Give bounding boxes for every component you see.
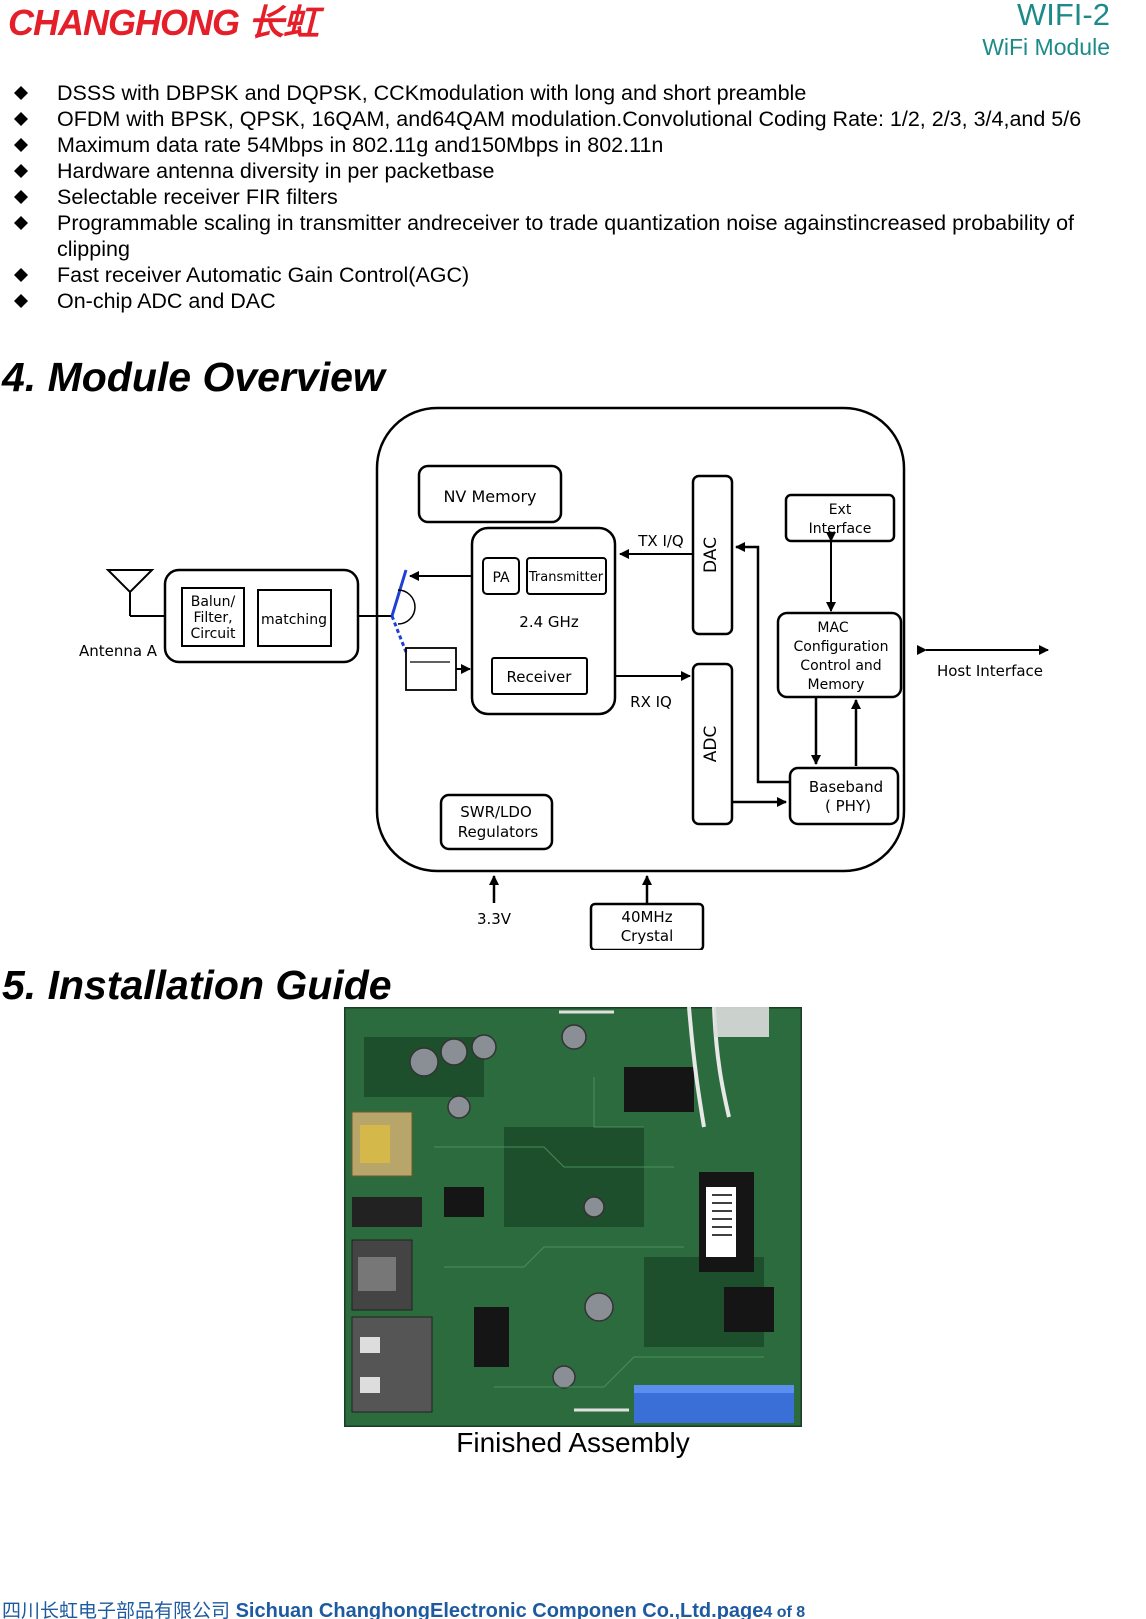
svg-text:Filter,: Filter, xyxy=(193,610,232,626)
svg-text:ADC: ADC xyxy=(701,726,721,763)
rx-iq-label: RX IQ xyxy=(630,693,672,711)
host-interface-label: Host Interface xyxy=(937,662,1043,680)
company-name-en: Sichuan ChanghongElectronic Componen Co.… xyxy=(235,1600,717,1619)
dac-block: DAC xyxy=(691,474,734,636)
feature-text: OFDM with BPSK, QPSK, 16QAM, and64QAM mo… xyxy=(57,107,1082,131)
company-name-cn: 四川长虹电子部品有限公司 xyxy=(2,1600,231,1619)
svg-text:NV Memory: NV Memory xyxy=(443,487,536,506)
svg-text:Baseband: Baseband xyxy=(809,778,883,796)
list-item: Fast receiver Automatic Gain Control(AGC… xyxy=(14,262,1134,288)
list-item: On-chip ADC and DAC xyxy=(14,288,1134,314)
list-item: Hardware antenna diversity in per packet… xyxy=(14,158,1134,184)
diamond-bullet-icon xyxy=(14,138,28,152)
svg-text:Configuration: Configuration xyxy=(794,639,889,655)
diamond-bullet-icon xyxy=(14,190,28,204)
document-header: WIFI-2 WiFi Module xyxy=(982,0,1110,64)
module-block-diagram: NV Memory PA Transmitter 2.4 GHz Receive… xyxy=(79,406,1049,950)
page-number: 4 xyxy=(763,1604,773,1619)
receiver-block xyxy=(491,657,588,695)
tx-iq-label: TX I/Q xyxy=(637,532,684,550)
svg-text:2.4 GHz: 2.4 GHz xyxy=(519,613,579,631)
diamond-bullet-icon xyxy=(14,268,28,282)
diamond-bullet-icon xyxy=(14,86,28,100)
svg-text:Transmitter: Transmitter xyxy=(528,570,604,585)
svg-text:Balun/: Balun/ xyxy=(191,594,236,610)
svg-text:Regulators: Regulators xyxy=(458,823,539,841)
logo-text: CHANGHONG 长虹 xyxy=(8,2,325,42)
antenna-icon xyxy=(105,569,165,617)
feature-text: DSSS with DBPSK and DQPSK, CCKmodulation… xyxy=(57,81,807,105)
list-item: DSSS with DBPSK and DQPSK, CCKmodulation… xyxy=(14,80,1134,106)
rf-switch-rx xyxy=(390,615,408,653)
model-name: WIFI-2 xyxy=(1017,0,1110,32)
section-title-installation-guide: 5. Installation Guide xyxy=(2,962,392,1008)
feature-list: DSSS with DBPSK and DQPSK, CCKmodulation… xyxy=(14,80,1134,314)
transmitter-block xyxy=(526,557,607,595)
list-item: Programmable scaling in transmitter andr… xyxy=(14,210,1134,262)
lna-switch xyxy=(405,647,457,691)
mac-block: MAC Configuration Control and Memory xyxy=(776,611,903,699)
feature-text: Selectable receiver FIR filters xyxy=(57,185,338,209)
svg-text:matching: matching xyxy=(261,612,327,628)
page-total: of 8 xyxy=(772,1604,806,1619)
pcb-photo xyxy=(344,1007,802,1427)
feature-text: On-chip ADC and DAC xyxy=(57,289,276,313)
page-label: page xyxy=(716,1600,764,1619)
changhong-logo: CHANGHONG 长虹 xyxy=(8,2,326,42)
svg-text:Ext: Ext xyxy=(829,502,852,518)
diamond-bullet-icon xyxy=(14,216,28,230)
feature-text: Hardware antenna diversity in per packet… xyxy=(57,159,495,183)
photo-caption: Finished Assembly xyxy=(456,1427,690,1458)
ext-interface-block: Ext Interface xyxy=(784,493,896,543)
rf-block: PA Transmitter 2.4 GHz Receiver xyxy=(470,526,617,716)
svg-text:DAC: DAC xyxy=(701,537,721,573)
diamond-bullet-icon xyxy=(14,294,28,308)
svg-text:Receiver: Receiver xyxy=(507,668,573,686)
swr-ldo-block: SWR/LDO Regulators xyxy=(439,793,554,851)
svg-text:Memory: Memory xyxy=(808,677,865,693)
section-title-module-overview: 4. Module Overview xyxy=(2,354,385,400)
pa-block xyxy=(482,557,520,595)
svg-text:( PHY): ( PHY) xyxy=(825,797,871,815)
list-item: OFDM with BPSK, QPSK, 16QAM, and64QAM mo… xyxy=(14,106,1134,132)
adc-block: ADC xyxy=(691,662,734,826)
nv-memory-block: NV Memory xyxy=(417,464,563,524)
svg-text:Interface: Interface xyxy=(809,521,872,537)
feature-text: Fast receiver Automatic Gain Control(AGC… xyxy=(57,263,470,287)
model-subtitle: WiFi Module xyxy=(982,34,1110,60)
feature-text: Programmable scaling in transmitter andr… xyxy=(57,211,1075,261)
crystal-block: 40MHz Crystal xyxy=(589,902,705,950)
chip-outline xyxy=(375,406,906,873)
svg-text:PA: PA xyxy=(492,570,510,586)
diamond-bullet-icon xyxy=(14,164,28,178)
svg-text:MAC: MAC xyxy=(817,620,848,636)
voltage-label: 3.3V xyxy=(477,910,512,928)
list-item: Selectable receiver FIR filters xyxy=(14,184,1134,210)
baseband-block: Baseband ( PHY) xyxy=(788,766,900,826)
svg-text:40MHz: 40MHz xyxy=(621,908,672,926)
antenna-label: Antenna A xyxy=(79,642,158,660)
svg-text:SWR/LDO: SWR/LDO xyxy=(460,803,532,821)
page-footer: 四川长虹电子部品有限公司 Sichuan ChanghongElectronic… xyxy=(2,1596,805,1619)
front-end-block: Balun/ Filter, Circuit matching xyxy=(163,568,360,664)
svg-text:Crystal: Crystal xyxy=(621,927,674,945)
rf-switch-tx xyxy=(390,569,408,617)
diamond-bullet-icon xyxy=(14,112,28,126)
svg-text:Control and: Control and xyxy=(800,658,881,674)
list-item: Maximum data rate 54Mbps in 802.11g and1… xyxy=(14,132,1134,158)
svg-text:Circuit: Circuit xyxy=(190,626,236,642)
feature-text: Maximum data rate 54Mbps in 802.11g and1… xyxy=(57,133,664,157)
